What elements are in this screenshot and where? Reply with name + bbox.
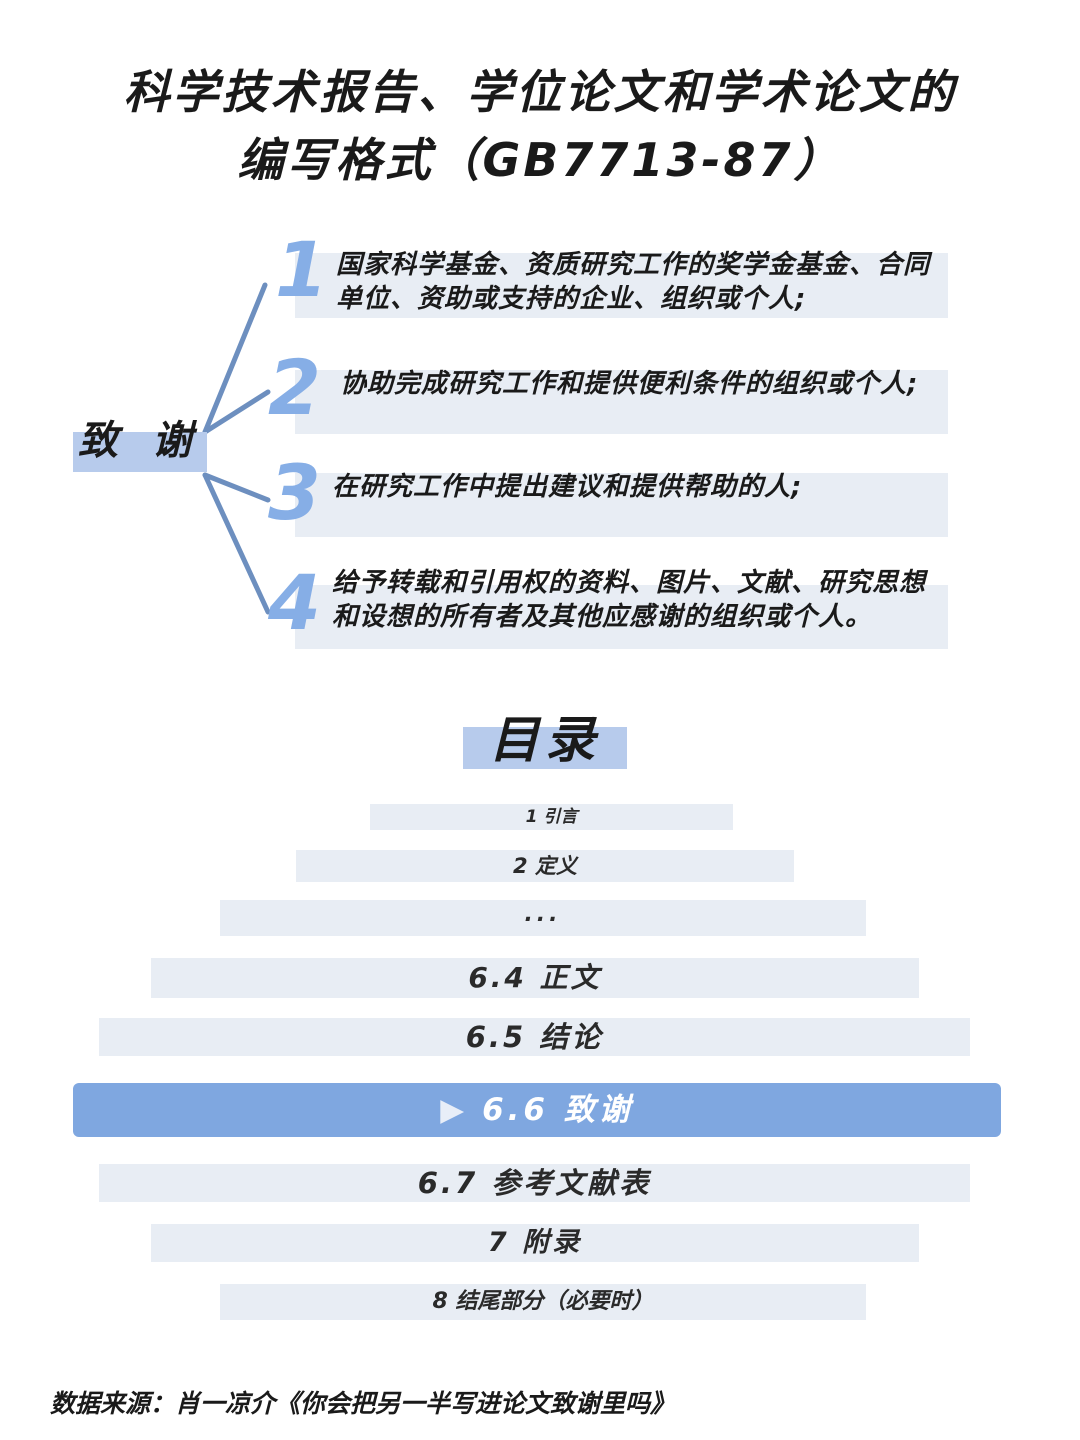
ack-item-text: 在研究工作中提出建议和提供帮助的人;	[332, 472, 803, 502]
toc-row-label: ...	[524, 902, 562, 927]
data-source-note: 数据来源：肖一凉介《你会把另一半写进论文致谢里吗》	[50, 1389, 676, 1418]
play-triangle-icon: ▶	[440, 1092, 469, 1128]
toc-row-9: 8 结尾部分（必要时）	[220, 1284, 866, 1320]
toc-row-4: 6.4 正文	[151, 958, 919, 998]
toc-row-6-active: ▶ 6.6 致谢	[73, 1083, 1001, 1137]
ack-item-bg	[295, 585, 948, 649]
ack-label-highlight	[73, 432, 207, 472]
ack-item-bg	[295, 253, 948, 318]
ack-item-text: 协助完成研究工作和提供便利条件的组织或个人;	[340, 369, 919, 399]
toc-row-3: ...	[220, 900, 866, 936]
ack-item-number: 2	[268, 343, 321, 432]
title-line-2: 编写格式（GB7713-87）	[237, 133, 843, 187]
toc-row-label: 6.7 参考文献表	[417, 1166, 652, 1200]
ack-item-text: 给予转载和引用权的资料、图片、文献、研究思想和设想的所有者及其他应感谢的组织或个…	[332, 568, 927, 632]
toc-row-5: 6.5 结论	[99, 1018, 970, 1056]
ack-item-bg	[295, 370, 948, 434]
toc-row-7: 6.7 参考文献表	[99, 1164, 970, 1202]
ack-item-text: 国家科学基金、资质研究工作的奖学金基金、合同单位、资助或支持的企业、组织或个人;	[336, 250, 931, 314]
toc-title-highlight	[463, 727, 627, 769]
ack-item-bg	[295, 473, 948, 537]
ack-item-number: 4	[268, 558, 321, 647]
toc-row-2: 2 定义	[296, 850, 794, 882]
toc-row-label: 6.4 正文	[468, 961, 602, 994]
branch-lines	[202, 282, 271, 615]
page-title: 科学技术报告、学位论文和学术论文的 编写格式（GB7713-87）	[0, 58, 1080, 194]
title-line-1: 科学技术报告、学位论文和学术论文的	[123, 65, 957, 119]
toc-row-label: 6.5 结论	[465, 1020, 604, 1054]
ack-item-number: 1	[275, 225, 328, 314]
toc-row-1: 1 引言	[370, 804, 733, 830]
toc-row-label: 1 引言	[525, 807, 578, 827]
toc-row-label: 2 定义	[513, 854, 577, 878]
ack-item-number: 3	[268, 448, 321, 537]
toc-row-label: 6.6 致谢	[482, 1092, 634, 1128]
toc-title: 目录	[489, 711, 601, 769]
ack-label: 致 谢	[78, 418, 202, 464]
toc-row-label: 8 结尾部分（必要时）	[432, 1289, 654, 1314]
toc-row-8: 7 附录	[151, 1224, 919, 1262]
toc-row-label: 7 附录	[487, 1227, 583, 1258]
